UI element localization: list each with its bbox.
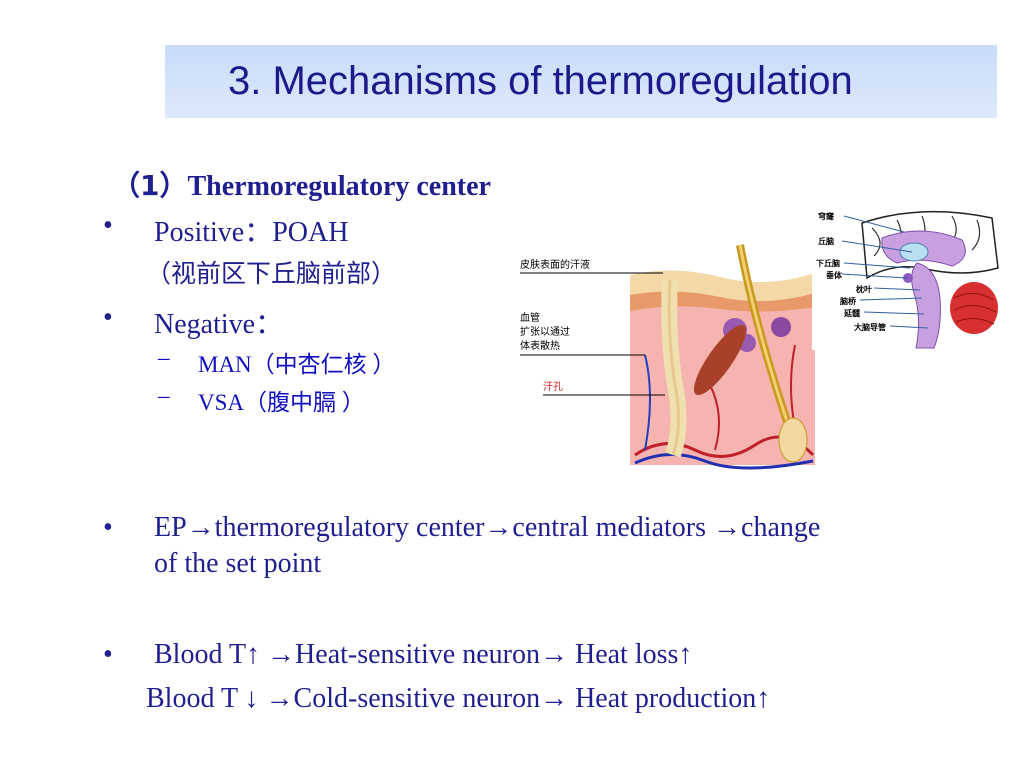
brain-section-image: 穹窿 丘脑 下丘脑 垂体 枕叶 脑桥 延髓 大脑导管	[812, 208, 1002, 350]
label-pons: 脑桥	[839, 296, 857, 306]
label-thalamus: 丘脑	[818, 236, 834, 246]
bullet-marker: •	[103, 302, 113, 333]
label-occipital: 枕叶	[856, 284, 872, 294]
blood-down-line: Blood T ↓ →Cold-sensitive neuron→ Heat p…	[146, 683, 771, 714]
label-vessel-3: 体表散热	[520, 339, 560, 352]
positive-cn-label: （视前区下丘脑前部）	[146, 259, 397, 288]
heading-text: Thermoregulatory center	[187, 171, 491, 202]
bullet-marker: •	[103, 512, 113, 543]
positive-label: Positive：POAH	[154, 217, 349, 248]
dash-marker: –	[158, 383, 170, 408]
label-vessel-1: 血管	[520, 311, 540, 324]
label-fornix: 穹窿	[818, 211, 835, 221]
bullet-marker: •	[103, 639, 113, 670]
label-hypothalamus: 下丘脑	[816, 258, 840, 268]
negative-label: Negative：	[154, 309, 284, 340]
label-pore: 汗孔	[543, 380, 563, 393]
ep-line-2: of the set point	[154, 548, 322, 579]
blood-up-line: Blood T↑ →Heat-sensitive neuron→ Heat lo…	[154, 639, 693, 670]
skin-cross-section-image: 皮肤表面的汗液 血管 扩张以通过 体表散热 汗孔	[495, 235, 830, 475]
label-pituitary: 垂体	[826, 270, 843, 280]
label-aqueduct: 大脑导管	[854, 322, 886, 332]
label-sweat: 皮肤表面的汗液	[520, 258, 590, 271]
heading-number: （1）	[112, 169, 188, 202]
slide-title: 3. Mechanisms of thermoregulation	[228, 59, 853, 103]
ep-line-1: EP→thermoregulatory center→central media…	[154, 512, 821, 543]
section-heading: （1）Thermoregulatory center	[112, 164, 491, 204]
label-vessel-2: 扩张以通过	[520, 325, 570, 338]
vsa-label: VSA（腹中膈 ）	[198, 390, 365, 415]
label-medulla: 延髓	[843, 308, 861, 318]
man-label: MAN（中杏仁核 ）	[198, 352, 396, 377]
dash-marker: –	[158, 345, 170, 370]
bullet-marker: •	[103, 210, 113, 241]
title-bar: 3. Mechanisms of thermoregulation	[165, 45, 997, 118]
